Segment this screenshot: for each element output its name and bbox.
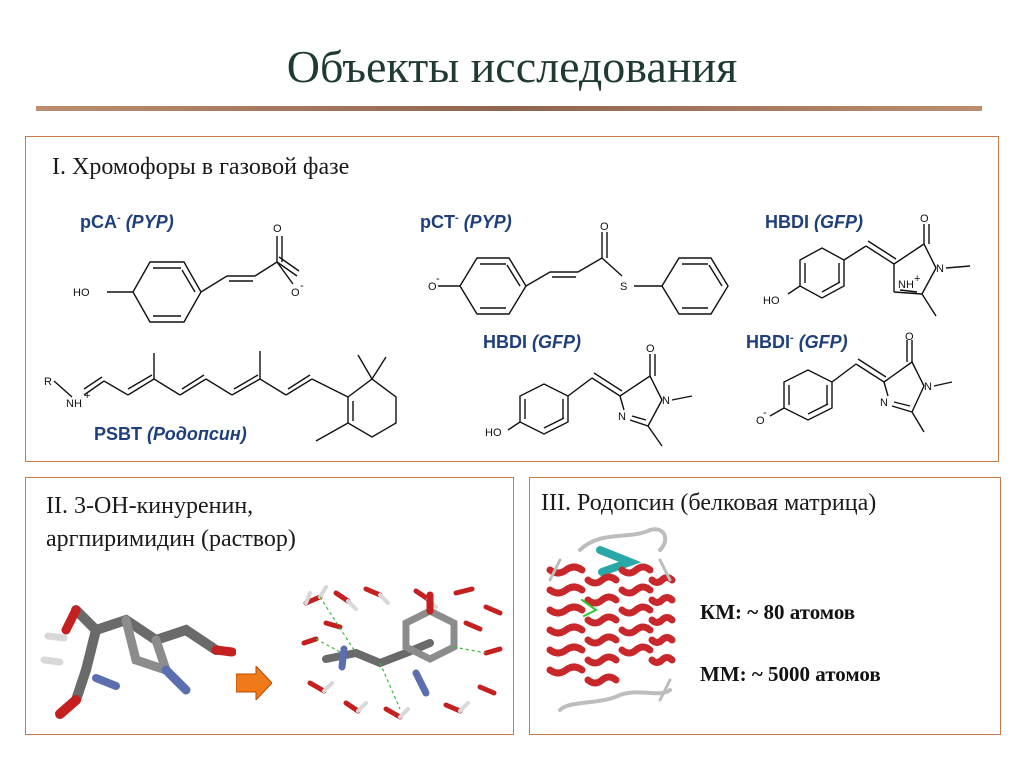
hbdi-anion-structure: O - O N N <box>756 331 953 433</box>
psbt-structure: R NH + <box>44 351 397 442</box>
solvated-model <box>301 585 503 720</box>
atom-o: O <box>600 221 609 233</box>
atom-minus: - <box>300 280 304 292</box>
page-title: Объекты исследования <box>286 41 738 92</box>
atom-plus: + <box>84 390 90 402</box>
label-pct: pCT- (PYP) <box>420 212 512 232</box>
atom-ho: HO <box>485 427 502 439</box>
rhodopsin-model <box>546 527 676 712</box>
title-divider <box>36 106 982 111</box>
label-hbdi-neutral: HBDI (GFP) <box>483 332 582 352</box>
atom-n: N <box>936 263 944 275</box>
atom-o-minus: O <box>291 287 300 299</box>
section-protein-matrix <box>529 477 1001 735</box>
label-hbdi-anion: HBDI- (GFP) <box>746 332 848 352</box>
atom-n: N <box>662 395 670 407</box>
arrow-right-icon <box>236 666 272 700</box>
atom-ho: HO <box>73 287 90 299</box>
atom-o-minus: O <box>756 415 765 427</box>
atom-nh-plus: NH <box>898 279 914 291</box>
atom-n: N <box>618 411 626 423</box>
atom-n: N <box>880 397 888 409</box>
atom-o: O <box>905 331 914 343</box>
atom-plus: + <box>914 273 920 285</box>
hbdi-neutral-structure: HO O N N <box>485 343 693 447</box>
atom-nh-plus: NH <box>66 398 82 410</box>
atom-o-minus: O <box>428 281 437 293</box>
qm-atom-count: КМ: ~ 80 атомов <box>700 600 856 624</box>
kynurenine-model <box>40 605 236 719</box>
hbdi-cation-structure: HO O N NH + <box>763 213 971 317</box>
atom-o: O <box>646 343 655 355</box>
mm-atom-count: ММ: ~ 5000 атомов <box>700 662 881 686</box>
atom-minus: - <box>436 273 440 285</box>
atom-o: O <box>920 213 929 225</box>
label-pca: pCA- (PYP) <box>80 212 174 232</box>
section1-title: I. Хромофоры в газовой фазе <box>52 154 350 180</box>
atom-ho: HO <box>763 295 780 307</box>
section3-title: III. Родопсин (белковая матрица) <box>541 490 877 516</box>
pca-structure: HO O O - <box>73 223 304 323</box>
atom-s: S <box>620 281 627 293</box>
pct-structure: O - S O <box>428 221 729 315</box>
atom-o: O <box>273 223 282 235</box>
atom-minus: - <box>763 407 767 419</box>
atom-r: R <box>44 376 52 388</box>
section-chromophores <box>25 136 999 462</box>
label-hbdi-cation: HBDI (GFP) <box>765 212 864 232</box>
atom-n: N <box>924 381 932 393</box>
label-psbt: PSBT (Родопсин) <box>94 424 247 444</box>
section2-title: II. 3-ОН-кинуренин, аргпиримидин (раство… <box>46 493 296 552</box>
